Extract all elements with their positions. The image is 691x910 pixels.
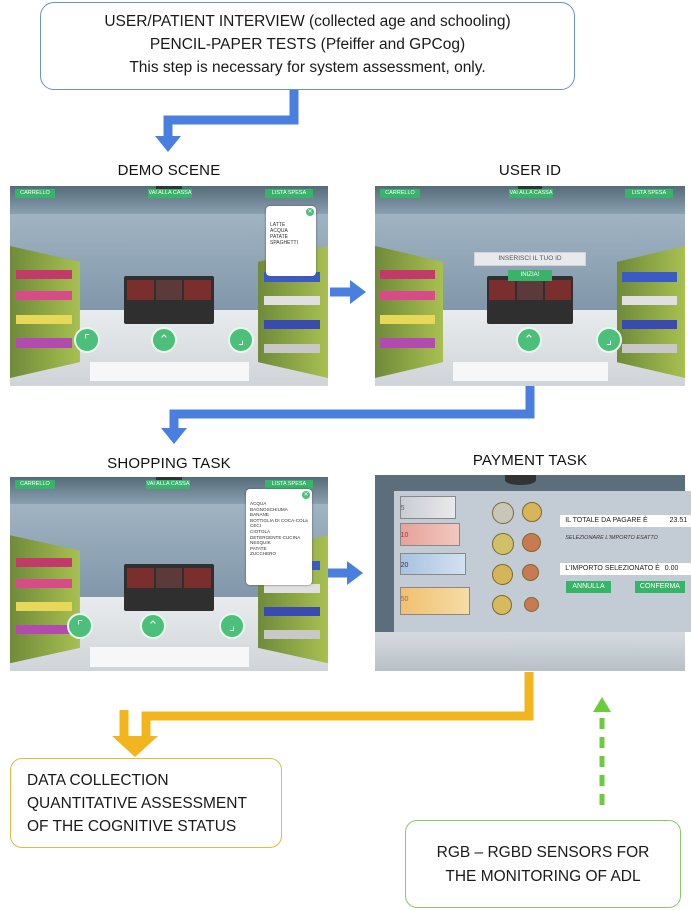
total-due-label: IL TOTALE DA PAGARE È: [565, 516, 648, 524]
banknote-50[interactable]: 50: [399, 586, 470, 615]
interview-box: USER/PATIENT INTERVIEW (collected age an…: [40, 2, 575, 90]
cognitive-status-line: OF THE COGNITIVE STATUS: [27, 818, 237, 835]
arrow-head-data: [112, 736, 158, 757]
arrow-payment-to-data: [141, 672, 534, 740]
shopping-list-button[interactable]: LISTA SPESA: [265, 480, 313, 489]
payment-panel: 5 10 20 50 IL TOTALE DA PAGARE È 23.51 S…: [393, 490, 691, 632]
coin[interactable]: [491, 501, 514, 524]
arrow-head-userid: [350, 280, 366, 304]
close-icon[interactable]: ✕: [306, 208, 314, 216]
right-shelf: [616, 246, 685, 378]
corner-left-icon[interactable]: ⌜: [74, 327, 100, 353]
payment-task-screenshot: 5 10 20 50 IL TOTALE DA PAGARE È 23.51 S…: [375, 475, 691, 671]
tests-line: PENCIL-PAPER TESTS (Pfeiffer and GPCog): [149, 36, 466, 53]
payment-task-label: PAYMENT TASK: [472, 452, 588, 469]
ceiling-lamp: [505, 475, 537, 485]
list-item: PATATE: [270, 234, 288, 240]
total-due-row: IL TOTALE DA PAGARE È 23.51: [560, 514, 691, 527]
produce-counter: [124, 564, 214, 611]
banknote-5[interactable]: 5: [399, 496, 456, 519]
coin[interactable]: [521, 533, 541, 552]
coin[interactable]: [491, 533, 514, 555]
checkout-button[interactable]: VAI ALLA CASSA: [146, 480, 190, 489]
interview-line: USER/PATIENT INTERVIEW (collected age an…: [104, 13, 511, 30]
arrow-interview-to-demo: [163, 90, 299, 138]
checkout-button[interactable]: VAI ALLA CASSA: [509, 189, 553, 198]
assessment-line: QUANTITATIVE ASSESSMENT: [27, 795, 247, 812]
total-due-value: 23.51: [669, 516, 688, 524]
coin[interactable]: [491, 564, 513, 586]
list-item: BANANE: [250, 512, 269, 518]
sensors-line: RGB – RGBD SENSORS FOR: [436, 844, 650, 861]
list-item: CIOTOLA: [250, 528, 271, 534]
sensors-box: RGB – RGBD SENSORS FOR THE MONITORING OF…: [405, 820, 681, 908]
list-item: LATTE: [270, 222, 286, 228]
coin[interactable]: [521, 501, 542, 522]
chevron-up-icon[interactable]: ⌃: [140, 613, 166, 639]
start-button[interactable]: INIZIA!: [507, 270, 553, 281]
list-item: PATATE: [250, 545, 267, 551]
demo-scene-screenshot: CARRELLO VAI ALLA CASSA LISTA SPESA ✕ LA…: [10, 186, 328, 386]
data-collection-line: DATA COLLECTION: [27, 772, 169, 789]
instruction-text: SELEZIONARE L'IMPORTO ESATTO: [565, 534, 658, 541]
selected-amount-label: L'IMPORTO SELEZIONATO È: [565, 564, 660, 572]
cart-button[interactable]: CARRELLO: [380, 189, 420, 198]
list-item: DETERGENTE CUCINA: [250, 534, 301, 540]
list-item: BOTTIGLIA DI COCA-COLa: [250, 517, 308, 523]
shopping-list-note: ✕ ACQUA BAGNOSCHIUMA BANANE BOTTIGLIA DI…: [246, 489, 312, 585]
list-item: BAGNOSCHIUMA: [250, 506, 288, 512]
user-id-panel: INSERISCI IL TUO ID INIZIA!: [474, 252, 586, 282]
banknote-20[interactable]: 20: [399, 552, 466, 576]
coin[interactable]: [523, 596, 539, 612]
left-shelf: [10, 535, 80, 664]
selected-amount-row: L'IMPORTO SELEZIONATO È 0.00: [560, 562, 691, 575]
shopping-list-button[interactable]: LISTA SPESA: [265, 189, 313, 198]
chevron-up-icon[interactable]: ⌃: [151, 327, 177, 353]
user-id-input[interactable]: INSERISCI IL TUO ID: [474, 252, 586, 266]
cancel-button[interactable]: ANNULLA: [566, 580, 611, 593]
checkout-button[interactable]: VAI ALLA CASSA: [148, 189, 192, 198]
cart-button[interactable]: CARRELLO: [15, 480, 55, 489]
list-item: NESQUIK: [250, 540, 271, 546]
coin[interactable]: [491, 595, 512, 616]
close-icon[interactable]: ✕: [302, 491, 310, 499]
data-collection-box: DATA COLLECTION QUANTITATIVE ASSESSMENT …: [10, 758, 282, 848]
shopping-list-button[interactable]: LISTA SPESA: [625, 189, 673, 198]
corner-right-icon[interactable]: ⌟: [228, 327, 254, 353]
arrow-userid-to-shopping: [169, 385, 535, 430]
arrow-head-sensors: [593, 697, 611, 712]
arrow-head-shopping: [161, 428, 187, 444]
shopping-task-screenshot: CARRELLO VAI ALLA CASSA LISTA SPESA ✕ AC…: [10, 477, 328, 671]
coin[interactable]: [521, 564, 539, 582]
shopping-list-note: ✕ LATTE ACQUA PATATE SPAGHETTI: [266, 206, 316, 276]
demo-scene-label: DEMO SCENE: [117, 162, 221, 179]
list-item: SPAGHETTI: [270, 240, 298, 246]
chevron-up-icon[interactable]: ⌃: [516, 327, 542, 353]
list-item: ACQUA: [250, 501, 267, 506]
shopping-task-label: SHOPPING TASK: [107, 455, 231, 472]
arrow-head-demo: [155, 136, 181, 152]
list-item: ACQUA: [270, 228, 288, 234]
list-item: ZUCCHERO: [250, 551, 277, 557]
produce-counter: [486, 276, 574, 324]
banknote-10[interactable]: 10: [399, 523, 460, 546]
left-shelf: [10, 246, 80, 378]
floor: [375, 631, 685, 671]
left-shelf: [375, 246, 444, 378]
corner-right-icon[interactable]: ⌟: [219, 613, 245, 639]
confirm-button[interactable]: CONFERMA: [634, 580, 686, 593]
arrow-head-payment: [347, 561, 363, 585]
corner-left-icon[interactable]: ⌜: [67, 613, 93, 639]
user-id-label: USER ID: [498, 162, 562, 179]
selected-amount-value: 0.00: [664, 564, 679, 572]
cart-button[interactable]: CARRELLO: [15, 189, 55, 198]
user-id-screenshot: CARRELLO VAI ALLA CASSA LISTA SPESA INSE…: [375, 186, 685, 386]
list-item: CECI: [250, 523, 261, 529]
produce-counter: [124, 276, 214, 324]
corner-right-icon[interactable]: ⌟: [596, 327, 622, 353]
adl-monitoring-line: THE MONITORING OF ADL: [445, 868, 641, 885]
note-line: This step is necessary for system assess…: [129, 59, 486, 76]
